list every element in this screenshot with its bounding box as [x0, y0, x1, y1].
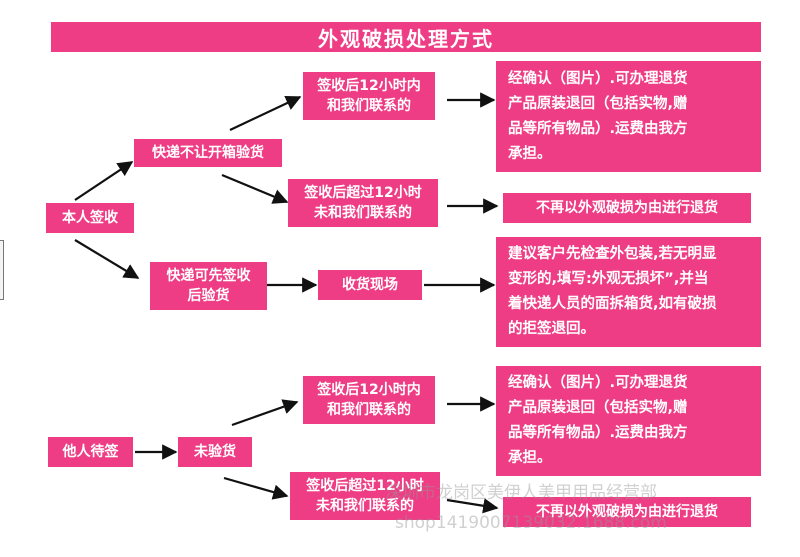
arrow-over12b-to-noreturn	[446, 498, 499, 514]
node-on-site: 收货现场	[318, 270, 422, 300]
node-over-12h-a: 签收后超过12小时 未和我们联系的	[288, 179, 438, 227]
node-on-site-advice: 建议客户先检查外包装,若无明显 变形的,填写:外观无损坏”,并当 着快递人员的面…	[496, 237, 761, 347]
node-other-sign: 他人待签	[48, 437, 133, 467]
node-return-ok-b: 经确认（图片）.可办理退货 产品原装退回（包括实物,赠 品等所有物品）.运费由我…	[496, 366, 761, 476]
arrow-noopen-to-over12	[221, 173, 289, 204]
node-no-open-check: 快递不让开箱验货	[134, 139, 282, 167]
node-self-sign: 本人签收	[46, 203, 134, 233]
node-over-12h-b: 签收后超过12小时 未和我们联系的	[290, 472, 440, 520]
node-return-ok-a: 经确认（图片）.可办理退货 产品原装退回（包括实物,赠 品等所有物品）.运费由我…	[496, 61, 761, 172]
node-no-return-a: 不再以外观破损为由进行退货	[503, 193, 751, 223]
arrow-notchecked-to-within12	[231, 399, 299, 427]
node-not-checked: 未验货	[178, 437, 252, 467]
node-within-12h-a: 签收后12小时内 和我们联系的	[303, 72, 435, 120]
node-within-12h-b: 签收后12小时内 和我们联系的	[303, 376, 435, 424]
arrow-noopen-to-within12	[229, 95, 302, 131]
left-edge-strip	[0, 240, 4, 300]
node-no-return-b: 不再以外观破损为由进行退货	[503, 497, 751, 527]
arrow-self-to-signfirst	[74, 239, 140, 279]
node-sign-then-check: 快递可先签收 后验货	[150, 262, 267, 310]
arrow-notchecked-to-over12	[223, 476, 289, 500]
arrow-self-to-noopen	[74, 161, 134, 201]
diagram-title: 外观破损处理方式	[51, 22, 761, 52]
